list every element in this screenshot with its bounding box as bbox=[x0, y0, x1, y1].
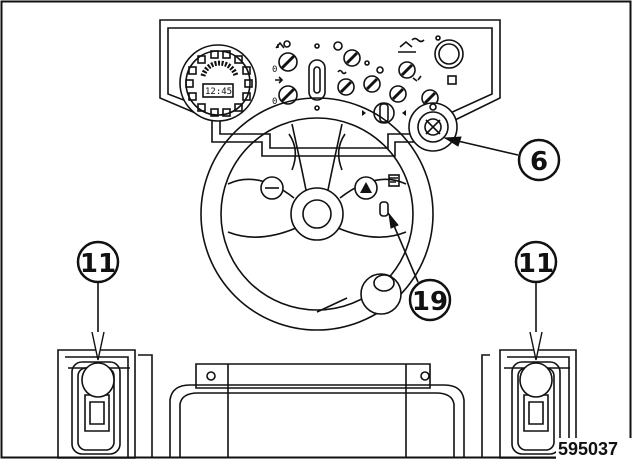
callout-label: 11 bbox=[80, 249, 116, 279]
figure-reference-number: 595037 bbox=[558, 439, 618, 459]
lcd-display bbox=[202, 83, 234, 98]
right-control-console bbox=[481, 349, 577, 459]
wiper-icon bbox=[398, 40, 416, 53]
seat-back bbox=[169, 384, 465, 458]
left-joystick bbox=[81, 362, 115, 398]
turn-signal-lever bbox=[379, 201, 389, 217]
callout-11-right: 11 bbox=[514, 240, 558, 361]
seat-top-bar bbox=[195, 363, 431, 389]
seat-bolt bbox=[420, 371, 430, 381]
emergency-stop-button bbox=[408, 102, 458, 152]
position-zero-mark: 0 bbox=[272, 65, 277, 75]
spinner-knob bbox=[360, 273, 402, 315]
reference-bg bbox=[556, 438, 632, 459]
lever-icon bbox=[389, 177, 398, 183]
steering-wheel bbox=[200, 97, 434, 331]
left-switch-group: 0 0 bbox=[272, 40, 298, 107]
callout-label: 11 bbox=[518, 249, 554, 279]
seat-bolt bbox=[206, 371, 216, 381]
right-joystick bbox=[519, 362, 553, 398]
callout-label: 6 bbox=[530, 147, 548, 177]
ignition-slot bbox=[308, 43, 326, 111]
center-switch-group bbox=[333, 41, 381, 96]
callout-11-left: 11 bbox=[76, 240, 120, 361]
left-control-console bbox=[57, 349, 153, 459]
callout-19: 19 bbox=[388, 212, 452, 322]
gauge-cluster: 12:45 bbox=[179, 44, 257, 122]
work-light-icon bbox=[275, 41, 285, 49]
position-zero-mark: 0 bbox=[272, 97, 277, 107]
heater-icon bbox=[337, 69, 347, 75]
instrument-panel: 12:45 0 0 bbox=[159, 19, 501, 157]
callout-label: 19 bbox=[412, 287, 448, 317]
operator-seat-area bbox=[57, 349, 577, 459]
beacon-icon bbox=[447, 75, 457, 85]
display-time: 12:45 bbox=[205, 87, 232, 97]
callout-6: 6 bbox=[443, 136, 561, 182]
indicator-lamp bbox=[333, 41, 343, 51]
headlight-icon bbox=[275, 76, 284, 84]
